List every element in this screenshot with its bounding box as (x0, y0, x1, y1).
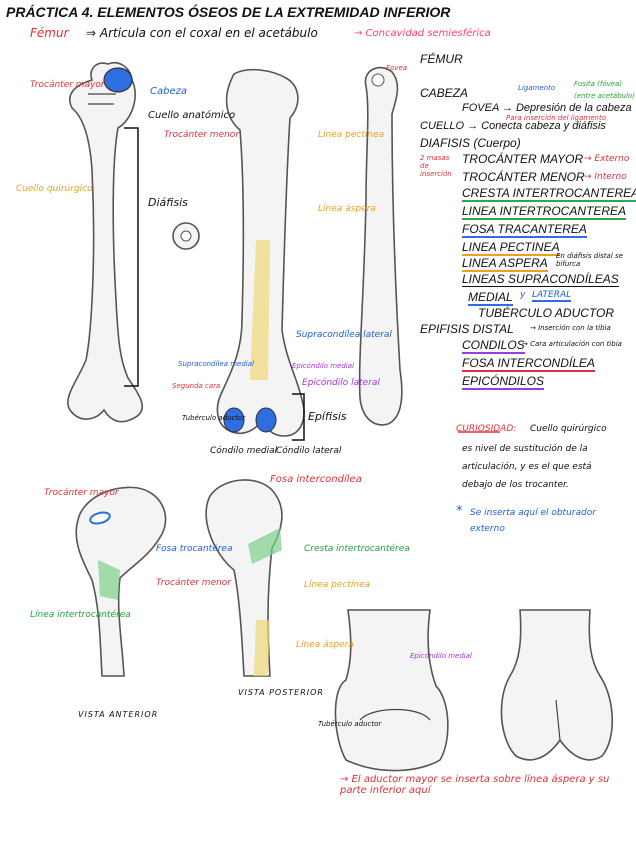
list-interno: → Interno (584, 172, 627, 182)
list-tuberculo: TUBÉRCULO ADUCTOR (478, 306, 615, 320)
epicondilo-medial-label: Epicóndilo medial (292, 362, 354, 370)
distal-femur-drawing (334, 609, 449, 772)
articula-text: ⇒ Articula con el coxal en el acetábulo (86, 26, 318, 40)
list-supracondileas: LINEAS SUPRACONDÍLEAS (462, 272, 619, 287)
tuberculo-aductor-label: Tubérculo aductor (182, 414, 246, 422)
list-diafisis: DIAFISIS (Cuerpo) (420, 136, 521, 150)
list-externo: → Externo (584, 154, 630, 164)
cuello-quirurgico-label: Cuello quirúrgico (16, 184, 93, 194)
list-fosita-2: (entre acetábulo) (574, 92, 635, 100)
list-aspera: LINEA ASPERA (462, 256, 548, 272)
supracondilea-medial-label: Supracondílea medial (178, 360, 254, 368)
trocanter-menor-label: Trocánter menor (164, 130, 240, 140)
list-epicondilos: EPICÓNDILOS (462, 374, 545, 390)
cresta-intertrocanterea-label: Cresta intertrocantérea (304, 544, 410, 554)
star-icon: * (456, 504, 463, 519)
list-fosita: Fosita (fóvea) (574, 80, 623, 88)
linea-intertrocanterea-label: Línea intertrocantérea (30, 610, 131, 620)
curiosidad-text-1: Cuello quirúrgico (530, 424, 607, 434)
list-insercion: → Inserción con la tibia (530, 324, 611, 332)
linea-aspera-2-label: Línea áspera (296, 640, 354, 650)
condilo-lateral-label: Cóndilo lateral (276, 446, 342, 456)
list-y: y (520, 290, 526, 300)
list-cabeza: CABEZA (420, 86, 469, 100)
epicondilo-lateral-label: Epicóndilo lateral (302, 378, 380, 388)
list-cresta: CRESTA INTERTROCANTEREA (462, 186, 636, 202)
list-fosa: FOSA TRACANTEREA (462, 222, 587, 238)
segunda-cara-label: Segunda cara (172, 382, 221, 390)
vista-posterior-label: VISTA POSTERIOR (238, 688, 324, 697)
diafisis-label: Diáfisis (148, 196, 188, 209)
curiosidad-text-2: es nivel de sustitución de la (462, 444, 588, 454)
femur-anterior-drawing (67, 62, 144, 423)
list-cuello: CUELLO → Conecta cabeza y diáfisis (420, 120, 606, 132)
distal-femur-posterior-drawing (500, 609, 614, 761)
note-text-2: externo (470, 524, 505, 534)
linea-pectinea-label: Línea pectínea (318, 130, 385, 140)
fosa-intercondilea-label: Fosa intercondílea (270, 474, 362, 485)
linea-aspera-label: Línea áspera (318, 204, 376, 214)
curiosidad-text-4: debajo de los trocanter. (462, 480, 569, 490)
fovea-label: Fovea (386, 64, 408, 72)
list-cara-art: → Cara articulación con tibia (522, 340, 622, 348)
page-title: PRÁCTICA 4. ELEMENTOS ÓSEOS DE LA EXTREM… (6, 4, 451, 20)
list-medial: MEDIAL (468, 290, 513, 306)
epifisis-label: Epífisis (308, 410, 347, 423)
fosa-trocanterea-label: Fosa trocantérea (156, 544, 233, 554)
list-femur: FÉMUR (420, 52, 463, 66)
curiosidad-text-3: articulación, y es el que está (462, 462, 592, 472)
cuello-anatomico-label: Cuello anatómico (148, 110, 236, 121)
list-lateral: LATERAL (532, 290, 572, 302)
list-trocanter-menor: TROCÁNTER MENOR (462, 170, 585, 184)
condilo-medial-label: Cóndilo medial (210, 446, 278, 456)
epicondilo-medial-2-label: Epicóndilo medial (410, 652, 472, 660)
list-pectinea: LINEA PECTINEA (462, 240, 560, 256)
list-linea-inter: LINEA INTERTROCANTEREA (462, 204, 627, 220)
supracondilea-lateral-label: Supracondílea lateral (296, 330, 392, 340)
list-fovea: FOVEA → Depresión de la cabeza (462, 102, 632, 114)
cross-section-drawing (172, 222, 200, 250)
list-ligamento: Ligamento (518, 84, 556, 92)
cabeza-label: Cabeza (150, 86, 187, 97)
note-text-1: Se inserta aquí el obturador (470, 508, 596, 518)
list-dos-masas: 2 masas de inserción (420, 154, 452, 178)
list-epifisis: EPIFISIS DISTAL (420, 322, 514, 336)
femur-label: Fémur (30, 26, 69, 40)
femur-lateral-drawing (358, 66, 403, 426)
list-aspera-note: En diáfisis distal se bifurca (556, 252, 623, 268)
list-trocanter-mayor: TROCÁNTER MAYOR (462, 152, 584, 166)
list-condilos: CONDILOS (462, 338, 525, 354)
trocanter-mayor-2-label: Trocánter mayor (44, 488, 119, 498)
aductor-note: → El aductor mayor se inserta sobre líne… (340, 774, 610, 796)
trocanter-mayor-label: Trocánter mayor (30, 80, 105, 90)
trocanter-menor-2-label: Trocánter menor (156, 578, 232, 588)
femur-posterior-drawing (216, 68, 305, 437)
tuberculo-aductor-2-label: Tubérculo aductor (318, 720, 382, 728)
list-fosa-inter: FOSA INTERCONDÍLEA (462, 356, 595, 372)
concavidad-text: → Concavidad semiesférica (354, 28, 491, 39)
vista-anterior-label: VISTA ANTERIOR (78, 710, 159, 719)
linea-pectinea-2-label: Línea pectínea (304, 580, 371, 590)
proximal-posterior-drawing (205, 479, 283, 677)
proximal-anterior-drawing (75, 486, 167, 677)
list-fovea-note: Para inserción del ligamento (506, 114, 606, 122)
curiosidad-label: CURIOSIDAD: (456, 424, 517, 434)
